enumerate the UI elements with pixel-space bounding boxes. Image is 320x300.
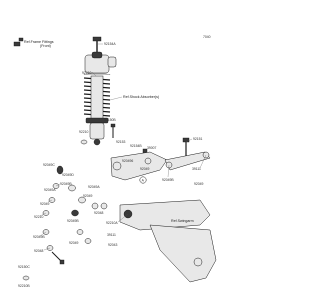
shock-absorber-icon bbox=[83, 51, 117, 146]
shock-ref-label: Ref.Shock Absorber(s) bbox=[123, 95, 159, 99]
part-num-15: 92049B bbox=[33, 235, 45, 239]
part-num-14: 92210 bbox=[34, 215, 44, 219]
part-num-21: 92049 bbox=[69, 241, 79, 245]
part-num-17: 92049A bbox=[88, 185, 100, 189]
part-num-16: 92048 bbox=[34, 249, 44, 253]
bottom-washer-icon bbox=[22, 275, 30, 281]
left-collar-stack-icon bbox=[42, 165, 64, 251]
frame-ref-marker-icon bbox=[18, 37, 24, 42]
callout-a-label: A bbox=[142, 178, 145, 182]
part-num-3: 92210 bbox=[79, 130, 89, 134]
part-num-12: 92049A bbox=[44, 188, 56, 192]
uni-trak-rocker-arm-icon bbox=[110, 151, 168, 181]
swingarm-icon bbox=[119, 199, 217, 283]
part-num-26: 92210A bbox=[106, 221, 118, 225]
part-num-0: 92154A bbox=[104, 42, 116, 46]
part-num-30: 92210B bbox=[18, 284, 30, 288]
part-num-19: 92048 bbox=[94, 211, 104, 215]
part-num-10: 92049D bbox=[62, 173, 74, 177]
part-num-8: 92049 bbox=[140, 167, 150, 171]
part-num-5: 92154B bbox=[130, 144, 142, 148]
part-num-7: 920496 bbox=[122, 159, 133, 163]
part-num-20: 92049B bbox=[67, 219, 79, 223]
washer-icon bbox=[80, 139, 88, 145]
part-num-24: 92049B bbox=[162, 178, 174, 182]
part-num-23: 39111 bbox=[192, 167, 201, 171]
part-num-29: 92150C bbox=[18, 265, 30, 269]
part-num-27: 39111 bbox=[107, 233, 116, 237]
frame-ref-bracket-icon bbox=[13, 41, 21, 47]
parts-diagram-page: 7040 Ref.Frame Fittings (Front) 92154A 9… bbox=[13, 35, 217, 288]
part-num-18: 92049 bbox=[83, 194, 93, 198]
part-num-2: 92150B bbox=[104, 118, 116, 122]
rear-suspension-exploded-diagram: 7040 Ref.Frame Fittings (Front) 92154A 9… bbox=[13, 35, 217, 288]
part-num-13: 92049 bbox=[40, 202, 50, 206]
part-num-28: 92043 bbox=[108, 243, 118, 247]
bottom-bolt-icon bbox=[51, 251, 65, 265]
frame-ref-label-sub: (Front) bbox=[40, 44, 51, 48]
frame-ref-label: Ref.Frame Fittings bbox=[24, 40, 54, 44]
part-num-22: 92151 bbox=[193, 137, 203, 141]
part-num-4: 92153 bbox=[116, 140, 126, 144]
part-num-9: 92049C bbox=[43, 163, 55, 167]
callout-a-icon bbox=[139, 176, 147, 184]
part-num-11: 92049B bbox=[60, 182, 72, 186]
part-num-25: 92049 bbox=[194, 182, 204, 186]
diagram-code: 7040 bbox=[203, 35, 211, 39]
swingarm-ref-label: Ref.Swingarm bbox=[171, 219, 194, 223]
part-num-1: 92210 bbox=[82, 71, 92, 75]
part-num-6: 39007 bbox=[147, 146, 157, 150]
center-collar-stack-icon bbox=[68, 184, 108, 244]
